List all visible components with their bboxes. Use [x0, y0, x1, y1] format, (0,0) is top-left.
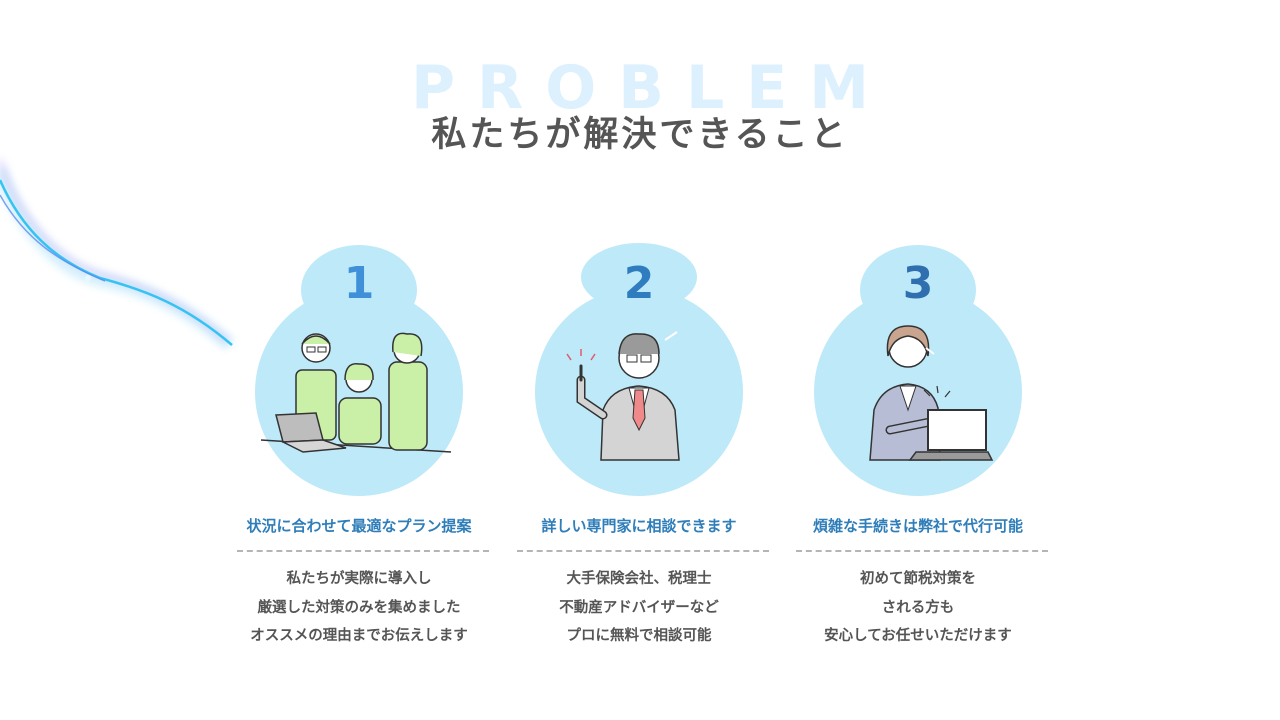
decorative-swoosh [0, 159, 235, 351]
team-laptop-illustration [260, 332, 452, 453]
card-2-number: 2 [623, 258, 655, 309]
card-2-line: 大手保険会社、税理士 [566, 571, 712, 587]
card-2-title: 詳しい専門家に相談できます [541, 517, 737, 535]
section-title: 私たちが解決できること [431, 115, 849, 155]
card-1-title: 状況に合わせて最適なプラン提案 [246, 517, 472, 535]
card-1-line: 私たちが実際に導入し [286, 571, 432, 587]
woman-laptop-illustration [869, 325, 994, 461]
card-3-line: 初めて節税対策を [860, 571, 976, 587]
card-1-line: 厳選した対策のみを集めました [257, 599, 461, 616]
card-3-line: される方も [881, 599, 955, 616]
card-1-description: 私たちが実際に導入し 厳選した対策のみを集めました オススメの理由までお伝えしま… [221, 565, 497, 651]
solution-card-3: 3 煩雑な手続きは弊社で代行可能 初めて節税対策を される方も 安心してお任せい… [790, 240, 1048, 660]
solution-card-1: 1 状況に合わせて最適なプラン提案 私たちが実際に導入し 厳選した対策のみを集め… [231, 240, 489, 660]
section-eyebrow: PROBLEM [411, 53, 891, 123]
card-2-description: 大手保険会社、税理士 不動産アドバイザーなど プロに無料で相談可能 [501, 565, 777, 651]
solution-card-2: 2 詳しい専門家に相談できます 大手保険会社、税理士 不動産アドバイザーなど プ… [511, 240, 769, 660]
card-2-line: プロに無料で相談可能 [566, 628, 712, 644]
card-1-line: オススメの理由までお伝えします [250, 628, 468, 644]
expert-pointing-illustration [566, 331, 680, 461]
card-3-line: 安心してお任せいただけます [824, 628, 1012, 644]
card-2-divider [517, 550, 769, 552]
card-3-description: 初めて節税対策を される方も 安心してお任せいただけます [780, 565, 1056, 651]
card-1-number: 1 [343, 258, 375, 309]
card-2-line: 不動産アドバイザーなど [559, 599, 719, 616]
card-3-number: 3 [902, 258, 934, 309]
card-1-divider [237, 550, 489, 552]
card-3-title: 煩雑な手続きは弊社で代行可能 [812, 517, 1023, 535]
card-3-divider [796, 550, 1048, 552]
